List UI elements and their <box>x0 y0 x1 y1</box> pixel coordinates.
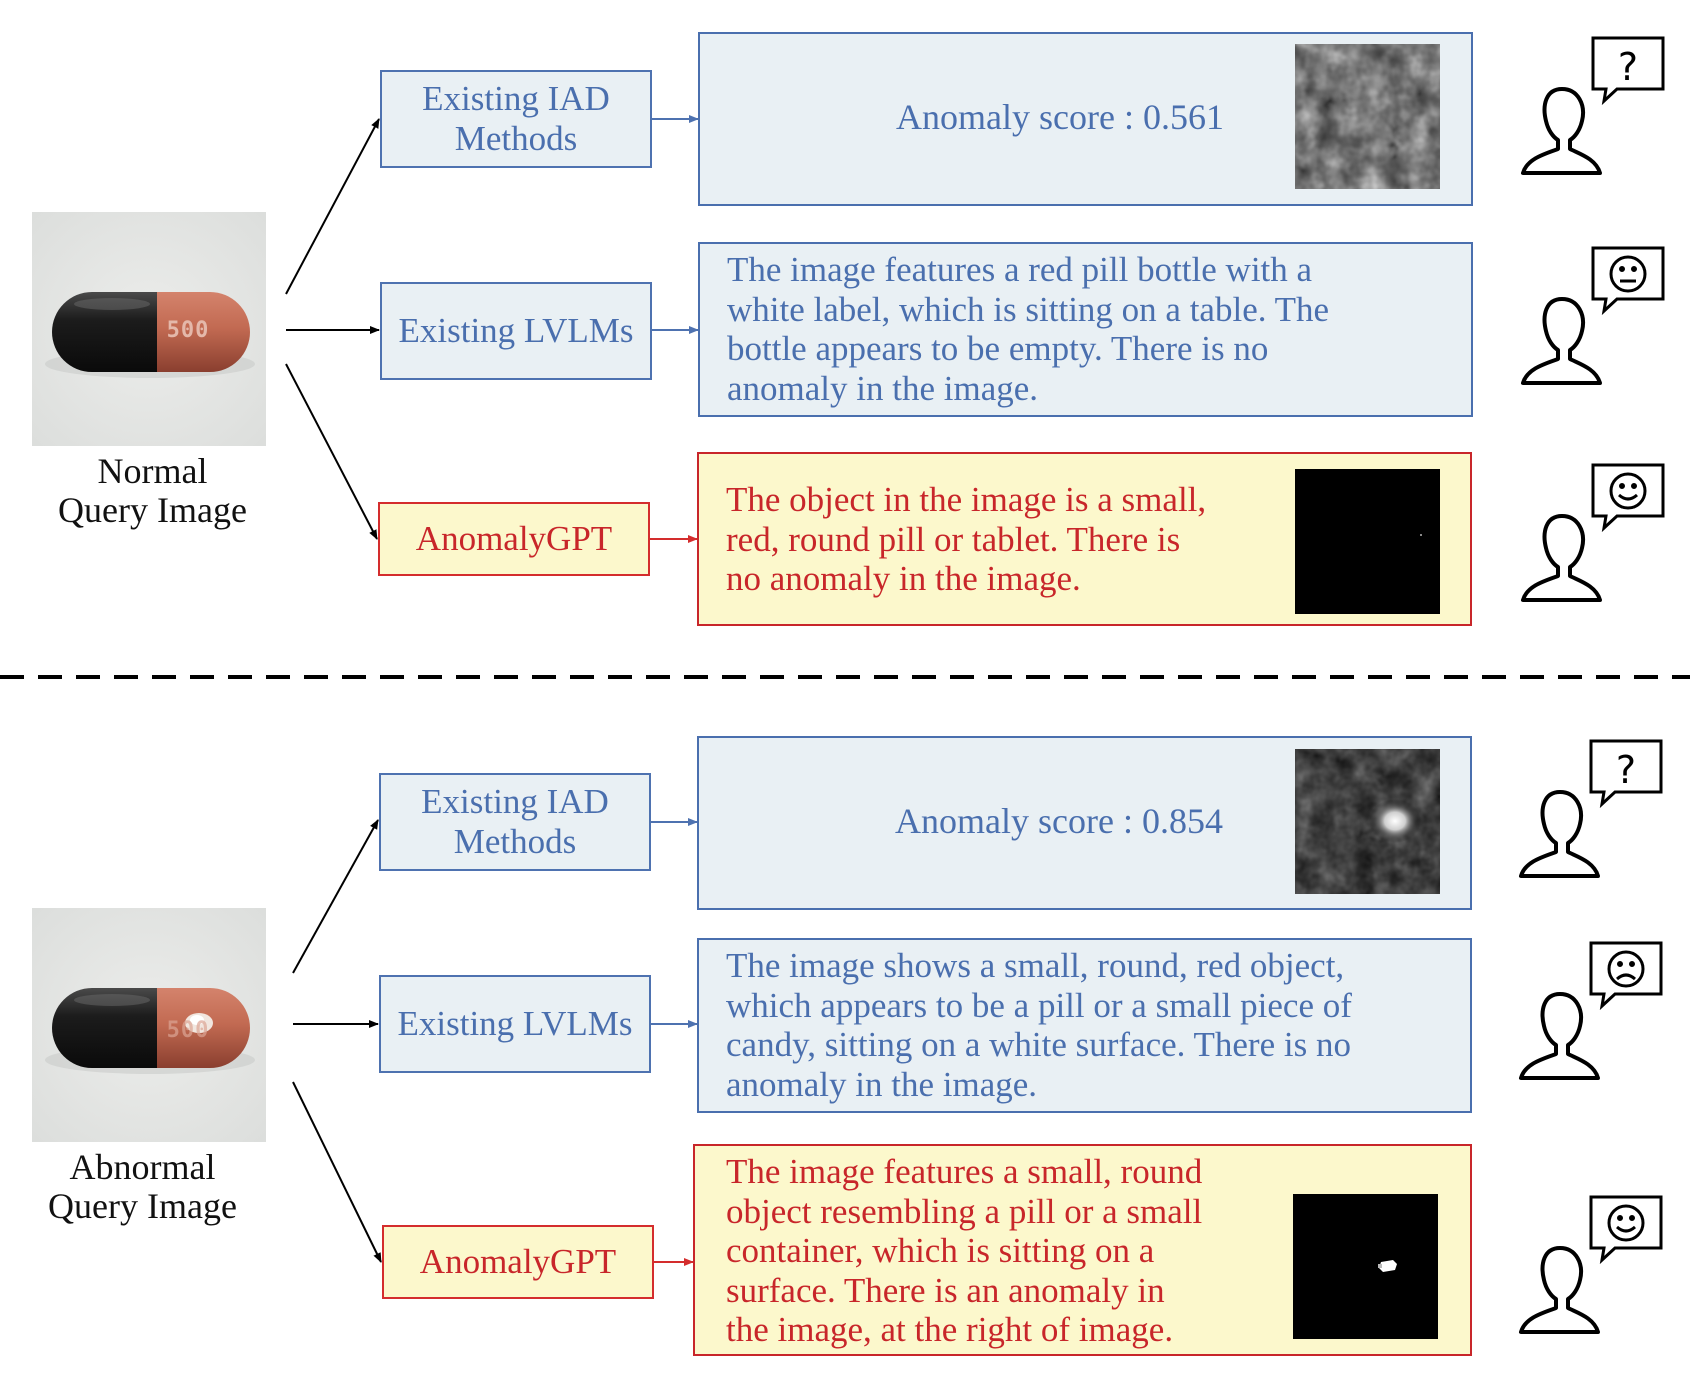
question-bubble-icon <box>1589 739 1663 809</box>
abnormal-lvlm-output-text: The image shows a small, round, red obje… <box>726 946 1352 1104</box>
abnormal-gpt-user-reaction <box>1518 1194 1668 1334</box>
neutral-face-bubble-icon <box>1591 246 1665 316</box>
sad-face-bubble-icon <box>1589 941 1663 1011</box>
abnormal-lvlm-user-reaction <box>1518 940 1668 1080</box>
normal-gpt-output-box: The object in the image is a small, red,… <box>697 452 1472 626</box>
abnormal-capsule-print: 500 <box>166 1018 210 1043</box>
normal-lvlm-method-box: Existing LVLMs <box>380 282 652 380</box>
normal-lvlm-method-label: Existing LVLMs <box>398 311 634 350</box>
abnormal-iad-score: Anomaly score : 0.854 <box>895 801 1223 842</box>
abnormal-lvlm-output-box: The image shows a small, round, red obje… <box>697 938 1472 1113</box>
normal-anomaly-map <box>1295 44 1440 189</box>
abnormal-iad-method-label: Existing IAD Methods <box>421 782 609 861</box>
abnormal-lvlm-method-box: Existing LVLMs <box>379 975 651 1073</box>
normal-gpt-user-reaction <box>1520 462 1670 602</box>
svg-text:?: ? <box>1616 748 1636 792</box>
question-bubble-icon <box>1591 36 1665 106</box>
svg-text:?: ? <box>1618 45 1638 89</box>
normal-iad-method-label: Existing IAD Methods <box>422 79 610 158</box>
abnormal-gpt-method-label: AnomalyGPT <box>419 1242 617 1281</box>
abnormal-query-caption: Abnormal Query Image <box>48 1147 237 1226</box>
normal-query-image: 500 <box>32 212 266 446</box>
normal-capsule-print: 500 <box>166 318 210 343</box>
normal-lvlm-output-text: The image features a red pill bottle wit… <box>727 250 1330 408</box>
normal-section: 500 Normal Query Image Existing IAD Meth… <box>0 0 1690 670</box>
abnormal-anomaly-map <box>1295 749 1440 894</box>
abnormal-gpt-output-box: The image features a small, round object… <box>693 1144 1472 1356</box>
user-icon <box>1521 87 1602 175</box>
normal-iad-method-box: Existing IAD Methods <box>380 70 652 168</box>
user-icon <box>1519 790 1600 878</box>
normal-iad-score: Anomaly score : 0.561 <box>896 97 1224 138</box>
smiley-face-bubble-icon <box>1589 1195 1663 1265</box>
smiley-face-bubble-icon <box>1591 463 1665 533</box>
section-divider <box>0 675 1690 679</box>
abnormal-iad-method-box: Existing IAD Methods <box>379 773 651 871</box>
normal-gpt-anomaly-mask <box>1295 469 1440 614</box>
user-icon <box>1521 514 1602 602</box>
normal-gpt-method-box: AnomalyGPT <box>378 502 650 576</box>
normal-gpt-output-text: The object in the image is a small, red,… <box>726 480 1207 598</box>
abnormal-iad-user-reaction: ? <box>1518 738 1668 878</box>
abnormal-gpt-output-text: The image features a small, round object… <box>726 1152 1203 1349</box>
user-icon <box>1519 992 1600 1080</box>
abnormal-query-image: 500 <box>32 908 266 1142</box>
normal-iad-output-box: Anomaly score : 0.561 <box>698 32 1473 206</box>
normal-lvlm-user-reaction <box>1520 245 1670 385</box>
abnormal-gpt-anomaly-mask <box>1293 1194 1438 1339</box>
user-icon <box>1519 1246 1600 1334</box>
normal-lvlm-output-box: The image features a red pill bottle wit… <box>698 242 1473 417</box>
user-icon <box>1521 297 1602 385</box>
normal-gpt-method-label: AnomalyGPT <box>415 519 613 558</box>
normal-iad-user-reaction: ? <box>1520 35 1670 175</box>
normal-query-caption: Normal Query Image <box>58 451 247 530</box>
abnormal-gpt-method-box: AnomalyGPT <box>382 1225 654 1299</box>
abnormal-section: 500 Abnormal Query Image Existing IAD Me… <box>0 700 1690 1398</box>
abnormal-lvlm-method-label: Existing LVLMs <box>397 1004 633 1043</box>
abnormal-iad-output-box: Anomaly score : 0.854 <box>697 736 1472 910</box>
